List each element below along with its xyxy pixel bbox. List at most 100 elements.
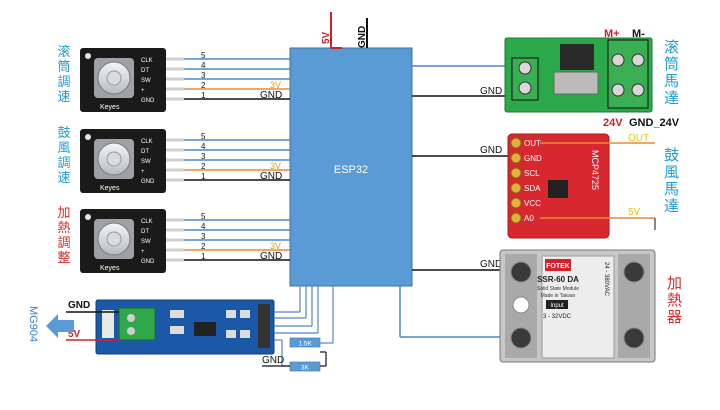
encoder-shaft [106, 70, 122, 86]
encoder-shaft [106, 151, 122, 167]
encoder-pin-label: + [141, 249, 145, 255]
ssr-vac-label: 24 - 380VAC [603, 262, 609, 297]
encoder-gnd-label: GND [260, 171, 282, 182]
encoder-pin-number: 1 [201, 172, 206, 181]
encoder-pin [166, 57, 184, 61]
ssr-sub2: Made in Taiwan [541, 293, 576, 299]
ssr-model: SSR-60 DA [537, 275, 579, 284]
dac-pin-pad [510, 212, 522, 224]
ssr-sub1: Solid State Module [537, 286, 579, 292]
encoder-pin-label: GND [141, 98, 155, 104]
encoder-pin-number: 4 [201, 222, 206, 231]
dac-gnd-label: GND [480, 145, 502, 156]
encoder-pin-number: 4 [201, 61, 206, 70]
dac-pin-pad [510, 137, 522, 149]
encoder-pin-label: + [141, 169, 145, 175]
ssr-side-label: 加熱器 [667, 274, 682, 326]
encoder-pin-number: 1 [201, 252, 206, 261]
motor-side-label: 滚筒馬達 [664, 38, 679, 107]
dac-pin-label: SCL [524, 169, 540, 178]
encoder-pin [166, 258, 184, 262]
encoder-pin [166, 87, 184, 91]
motor-gnd24-label: GND_24V [629, 117, 680, 129]
encoder-pin [166, 138, 184, 142]
encoder-pin [166, 77, 184, 81]
top-5v-label: 5V [321, 31, 332, 44]
top-gnd-label: GND [357, 26, 368, 48]
rs485-5v-label: 5V [68, 329, 81, 340]
encoder-brand: Keyes [100, 265, 120, 272]
encoder-3v-label: 3V [270, 161, 281, 171]
motor-gnd-label: GND [480, 86, 502, 97]
dac-pin-label: SDA [524, 184, 541, 193]
encoder-pin-number: 5 [201, 212, 206, 221]
encoder-pin-label: GND [141, 259, 155, 265]
ssr-gnd-label: GND [480, 259, 502, 270]
encoder-brand: Keyes [100, 185, 120, 192]
motor-m-minus-label: M- [632, 28, 645, 40]
mount-hole [85, 134, 91, 140]
esp32-board: ESP32 [289, 47, 413, 287]
rs485-r1-label: 1.5K [298, 341, 312, 348]
encoder-pin-number: 4 [201, 142, 206, 151]
dac-out-wire-label: OUT [628, 133, 649, 144]
dac-pin-pad [510, 182, 522, 194]
encoder-pin-number: 5 [201, 51, 206, 60]
dac-pin-label: VCC [524, 199, 541, 208]
encoder-pin-label: GND [141, 179, 155, 185]
rs485-r2-label: 3K [301, 365, 310, 372]
encoder-brand: Keyes [100, 104, 120, 111]
encoder-side-label: 加熱調整 [57, 206, 70, 266]
encoder-pin [166, 238, 184, 242]
rs485-device-label: MG904 [27, 306, 39, 342]
encoder-group: KeyesCLKDTSW+GND543213VGND滚筒調速KeyesCLKDT… [57, 44, 290, 273]
encoder-pin [166, 228, 184, 232]
encoder-pin-label: DT [141, 68, 149, 74]
encoder-3v-label: 3V [270, 80, 281, 90]
encoder-pin-number: 2 [201, 162, 206, 171]
dac-pin-label: OUT [524, 139, 541, 148]
rs485-module: GND 5V MG904 1.5K 3K GND [27, 286, 334, 372]
encoder-pin [166, 168, 184, 172]
encoder-pin [166, 148, 184, 152]
ssr-vdc-label: 3 - 32VDC [543, 314, 572, 320]
dac-pin-pad [510, 152, 522, 164]
rs485-gnd-bottom-label: GND [262, 355, 284, 366]
arrow-left-icon [46, 314, 74, 338]
encoder-gnd-label: GND [260, 90, 282, 101]
mount-hole [85, 214, 91, 220]
encoder-side-label: 滚筒調速 [57, 44, 70, 105]
dac-pin-label: A0 [524, 214, 534, 223]
encoder-3v-label: 3V [270, 241, 281, 251]
encoder-pin-label: DT [141, 149, 149, 155]
encoder-pin-number: 3 [201, 71, 206, 80]
encoder-pin-label: SW [141, 239, 151, 245]
encoder-pin-label: CLK [141, 58, 153, 64]
ssr-relay: GND FOTEK SSR-60 DA Solid State Module M… [399, 249, 682, 363]
encoder-gnd-label: GND [260, 251, 282, 262]
encoder-pin-label: CLK [141, 219, 153, 225]
ssr-input-label: Input [550, 303, 564, 309]
encoder-pin [166, 158, 184, 162]
dac-pin-pad [510, 167, 522, 179]
encoder-pin-number: 2 [201, 81, 206, 90]
encoder-pin [166, 97, 184, 101]
encoder-pin [166, 248, 184, 252]
encoder-pin [166, 218, 184, 222]
encoder-shaft [106, 231, 122, 247]
dac-side-label: 鼓風馬達 [664, 146, 679, 215]
top-power: 5V GND [321, 12, 368, 49]
dac-chip-label: MCP4725 [590, 150, 600, 190]
encoder-pin-number: 5 [201, 132, 206, 141]
encoder-pin-number: 1 [201, 91, 206, 100]
motor-m-plus-label: M+ [604, 28, 620, 40]
encoder-pin-label: CLK [141, 139, 153, 145]
dac-pin-pad [510, 197, 522, 209]
encoder-pin-label: SW [141, 78, 151, 84]
